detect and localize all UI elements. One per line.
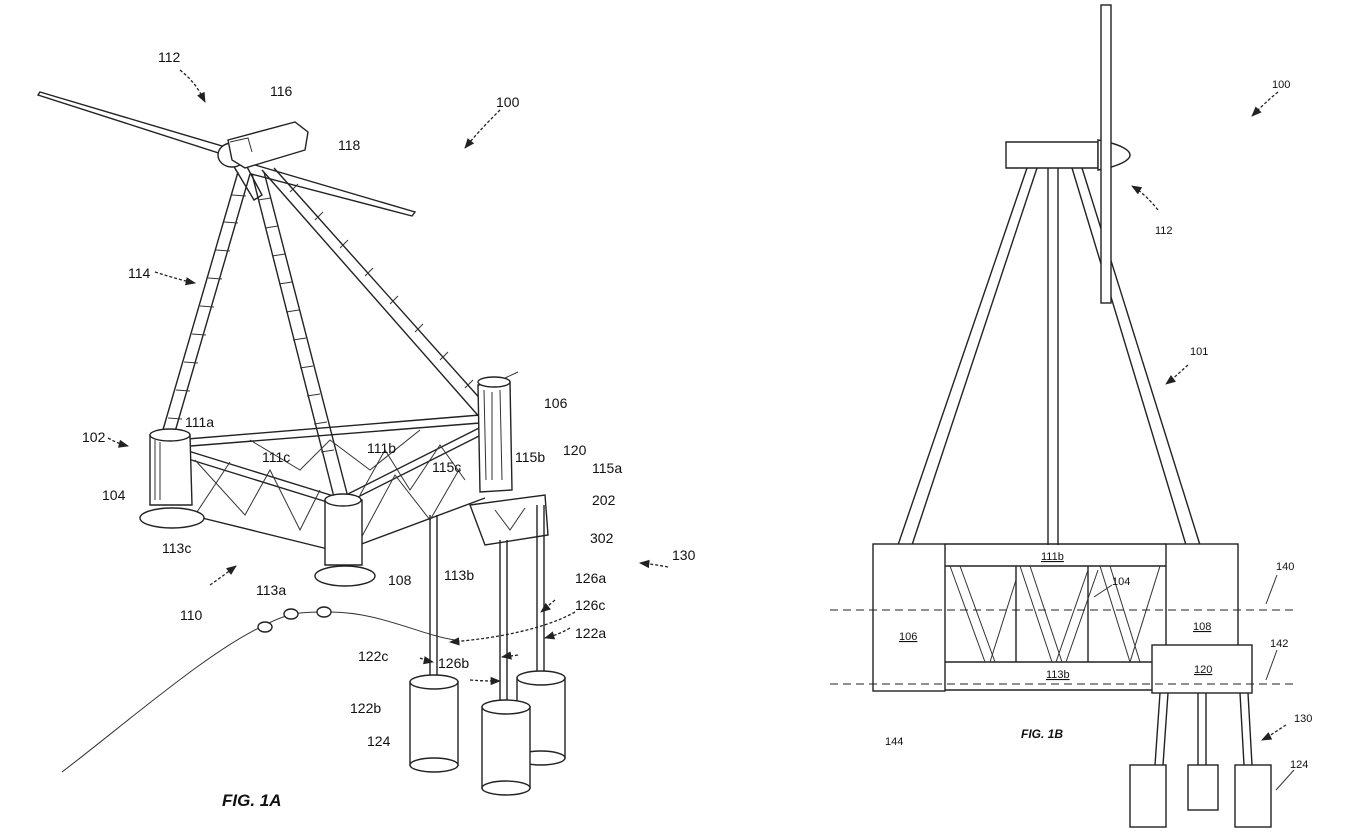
label-115c: 115c (432, 459, 461, 475)
label-104: 104 (102, 487, 126, 503)
turbine-1b (1006, 5, 1130, 303)
label-302: 302 (590, 530, 614, 546)
label-126a: 126a (575, 570, 606, 586)
label-115a: 115a (592, 460, 622, 476)
label-108-1b: 108 (1193, 621, 1211, 633)
label-113a: 113a (256, 582, 286, 598)
label-112-1b: 112 (1155, 225, 1173, 237)
label-126b: 126b (438, 655, 469, 671)
label-111c: 111c (262, 449, 290, 465)
label-116: 116 (270, 83, 293, 99)
figure-1a: 112 116 100 118 114 102 111a 111c 111b 1… (38, 49, 696, 810)
label-140-1b: 140 (1276, 561, 1294, 573)
label-122b: 122b (350, 700, 381, 716)
label-111b-1b: 111b (1041, 551, 1064, 563)
label-100: 100 (496, 94, 520, 110)
label-124-1b: 124 (1290, 759, 1308, 771)
label-108: 108 (388, 572, 412, 588)
weights-124-1a (410, 671, 565, 795)
column-108 (315, 494, 375, 586)
caption-fig-1a: FIG. 1A (222, 791, 282, 810)
turbine-rotor-1a (38, 92, 415, 216)
power-cable-1a (62, 607, 455, 772)
caption-fig-1b: FIG. 1B (1021, 727, 1063, 741)
label-202: 202 (592, 492, 616, 508)
label-113b: 113b (444, 567, 474, 583)
tendons-1b (1130, 693, 1271, 827)
column-106 (478, 372, 518, 492)
label-124: 124 (367, 733, 391, 749)
label-101-1b: 101 (1190, 346, 1208, 358)
label-113b-1b: 113b (1046, 669, 1070, 681)
label-130-1b: 130 (1294, 713, 1312, 725)
column-104 (140, 429, 204, 528)
label-144-1b: 144 (885, 736, 903, 748)
label-110: 110 (180, 607, 203, 623)
label-106: 106 (544, 395, 568, 411)
label-130: 130 (672, 547, 696, 563)
label-104-1b: 104 (1112, 576, 1130, 588)
label-112: 112 (158, 49, 181, 65)
label-115b: 115b (515, 449, 545, 465)
label-120-1b: 120 (1194, 664, 1212, 676)
label-100-1b: 100 (1272, 79, 1290, 91)
label-113c: 113c (162, 540, 191, 556)
label-118: 118 (338, 137, 361, 153)
label-111b: 111b (367, 440, 396, 456)
label-122a: 122a (575, 625, 606, 641)
label-106-1b: 106 (899, 631, 917, 643)
label-122c: 122c (358, 648, 388, 664)
label-126c: 126c (575, 597, 605, 613)
label-114: 114 (128, 265, 151, 281)
label-111a: 111a (185, 414, 214, 430)
label-142-1b: 142 (1270, 638, 1288, 650)
figure-1b: 100 112 101 111b 104 106 108 113b 120 14… (830, 5, 1312, 827)
label-102: 102 (82, 429, 106, 445)
label-120: 120 (563, 442, 587, 458)
